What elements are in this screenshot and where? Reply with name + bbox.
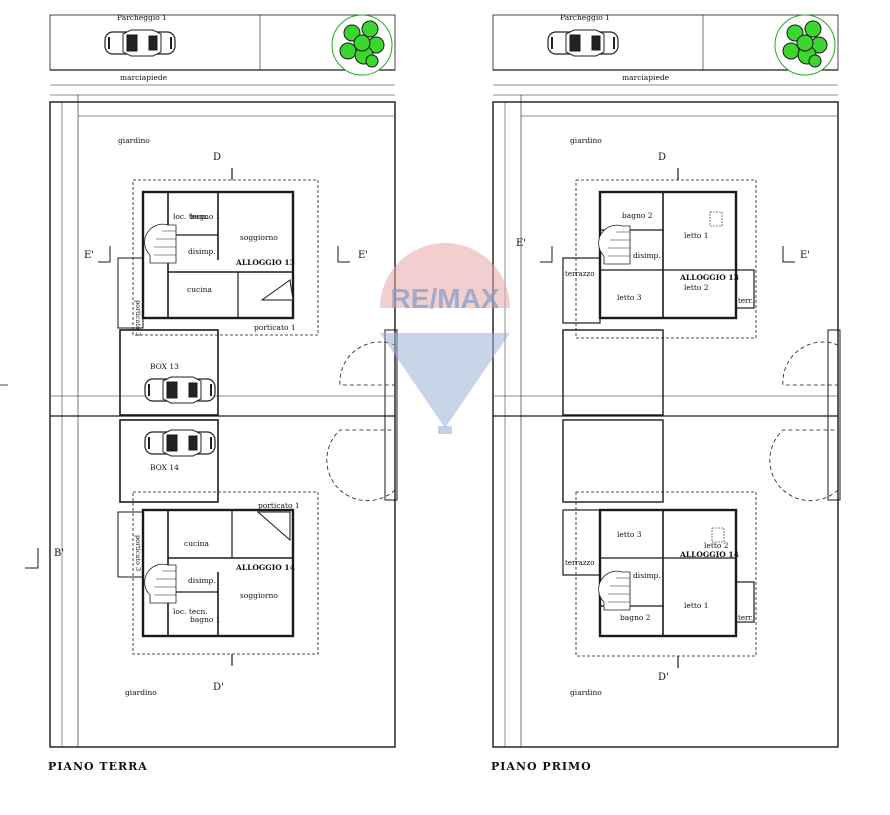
unit-name: ALLOGGIO 13 [679,273,739,282]
lot-boundary [492,101,839,748]
room-label: bagno 2 [622,211,653,220]
room-label: bagno 1 [190,212,221,221]
section-label: E' [800,250,810,261]
plan-title: PIANO TERRA [48,760,148,773]
room-label: disimp. [188,576,216,585]
box-label: BOX 13 [150,362,179,371]
room-label: terr. [738,614,753,622]
room-label: letto 2 [704,541,729,550]
left-plan [0,14,398,748]
room-label: letto 1 [684,231,709,240]
room-label: loc. tecn. [173,607,208,616]
car-icon [144,376,216,404]
room-label: disimp. [633,251,661,260]
right-plan [492,14,841,748]
section-label: E' [358,250,368,261]
section-label: E' [516,238,526,249]
sidewalk-label: marciapiede [622,73,670,82]
room-label: cucina [187,285,212,294]
room-label: soggiorno [240,591,278,600]
room-label: bagno 1 [190,615,221,624]
parking-label: Parcheggio 1 [117,13,167,22]
lot-boundary [49,101,396,748]
section-label: D' [658,672,669,683]
room-label: cucina [184,539,209,548]
room-label: soggiorno [240,233,278,242]
car-icon [547,29,619,57]
section-label: D' [213,682,224,693]
room-label: letto 3 [617,530,642,539]
tree-icon [774,14,836,76]
section-label: D [213,152,221,163]
garden-label: giardino [570,136,602,145]
garden-label: giardino [118,136,150,145]
section-label: B' [54,548,64,559]
sidewalk-label: marciapiede [120,73,168,82]
room-label: porticato 3 [134,300,142,336]
alloggio-13-walls [598,190,738,320]
room-label: terr. [738,297,753,305]
room-label: letto 2 [684,283,709,292]
room-label: letto 3 [617,293,642,302]
car-icon [104,29,176,57]
right-labels: Parcheggio 1 marciapiede giardino giardi… [516,13,810,697]
section-label: D [658,152,666,163]
unit-name: ALLOGGIO 14 [679,550,739,559]
room-label: disimp. [188,247,216,256]
room-label: porticato 1 [258,501,300,510]
room-label: terrazzo [565,559,594,567]
stair-icon [598,570,631,611]
plan-title: PIANO PRIMO [491,760,592,773]
stair-icon [598,224,631,265]
box-14 [119,419,219,503]
stair-icon [144,223,177,264]
room-label: loc. tecn. [173,212,208,221]
box-label: BOX 14 [150,463,179,472]
garden-label: giardino [125,688,157,697]
tree-icon [331,14,393,76]
room-label: bagno 2 [620,613,651,622]
section-label: E' [84,250,94,261]
room-label: porticato 1 [254,323,296,332]
unit-name: ALLOGGIO 13 [235,258,295,267]
room-label: letto 1 [684,601,709,610]
car-icon [144,429,216,457]
stair-icon [144,563,177,604]
garden-label: giardino [570,688,602,697]
room-label: porticato 3 [134,535,142,571]
room-label: terrazzo [565,270,594,278]
parking-label: Parcheggio 1 [560,13,610,22]
unit-name: ALLOGGIO 14 [235,563,295,572]
room-label: disimp. [633,571,661,580]
box-13 [119,329,219,416]
left-labels: Parcheggio 1 marciapiede giardino giardi… [54,13,368,697]
